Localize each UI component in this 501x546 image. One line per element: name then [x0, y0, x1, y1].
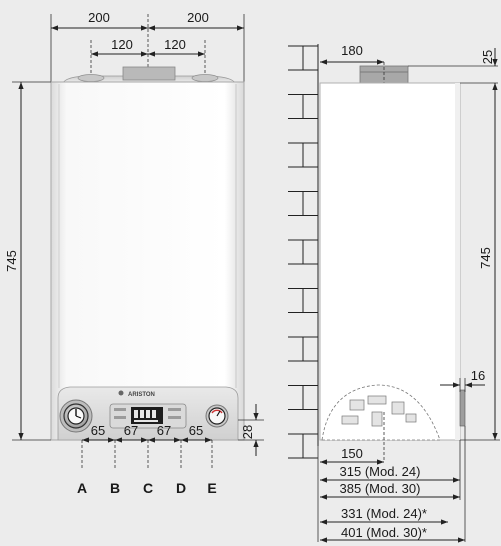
dim-height-front: 745: [4, 250, 19, 272]
connection-label-a: A: [77, 480, 87, 496]
dim-depth-mod30-star: 401 (Mod. 30)*: [341, 525, 427, 540]
thermometer-gauge-icon: [59, 399, 93, 433]
internal-hydraulics-icon: [341, 395, 417, 427]
pressure-gauge-icon: [205, 404, 229, 428]
boiler-front-body: [50, 81, 245, 441]
dim-top-offset: 25: [480, 50, 495, 64]
dim-depth-mod24: 315 (Mod. 24): [340, 464, 421, 479]
dim-top-left: 200: [88, 10, 110, 25]
dim-spacing-ab: 65: [91, 423, 105, 438]
dim-flue-offset: 180: [341, 43, 363, 58]
dim-inner-right: 120: [164, 37, 186, 52]
connection-label-e: E: [207, 480, 216, 496]
brand-logo-text: ARISTON: [128, 392, 155, 398]
dim-bottom-28: 28: [240, 425, 255, 439]
dim-top-right: 200: [187, 10, 209, 25]
front-view: 200 200 120 120 ARISTON: [4, 10, 264, 496]
side-view: 180 25 745 16 150 315 (Mod. 24) 385 (Mod…: [288, 43, 500, 543]
dim-bracket: 16: [471, 368, 485, 383]
dim-depth-mod24-star: 331 (Mod. 24)*: [341, 506, 427, 521]
boiler-side-body: [319, 82, 461, 441]
dim-depth-150: 150: [341, 446, 363, 461]
dim-spacing-de: 65: [189, 423, 203, 438]
control-display-icon: [109, 403, 187, 429]
dim-inner-left: 120: [111, 37, 133, 52]
dim-depth-mod30: 385 (Mod. 30): [340, 481, 421, 496]
dim-spacing-cd: 67: [157, 423, 171, 438]
connection-label-d: D: [176, 480, 186, 496]
wall-brick-hatch: [288, 45, 318, 459]
dim-spacing-bc: 67: [124, 423, 138, 438]
connection-label-b: B: [110, 480, 120, 496]
dim-height-side: 745: [478, 247, 493, 269]
connection-label-c: C: [143, 480, 153, 496]
